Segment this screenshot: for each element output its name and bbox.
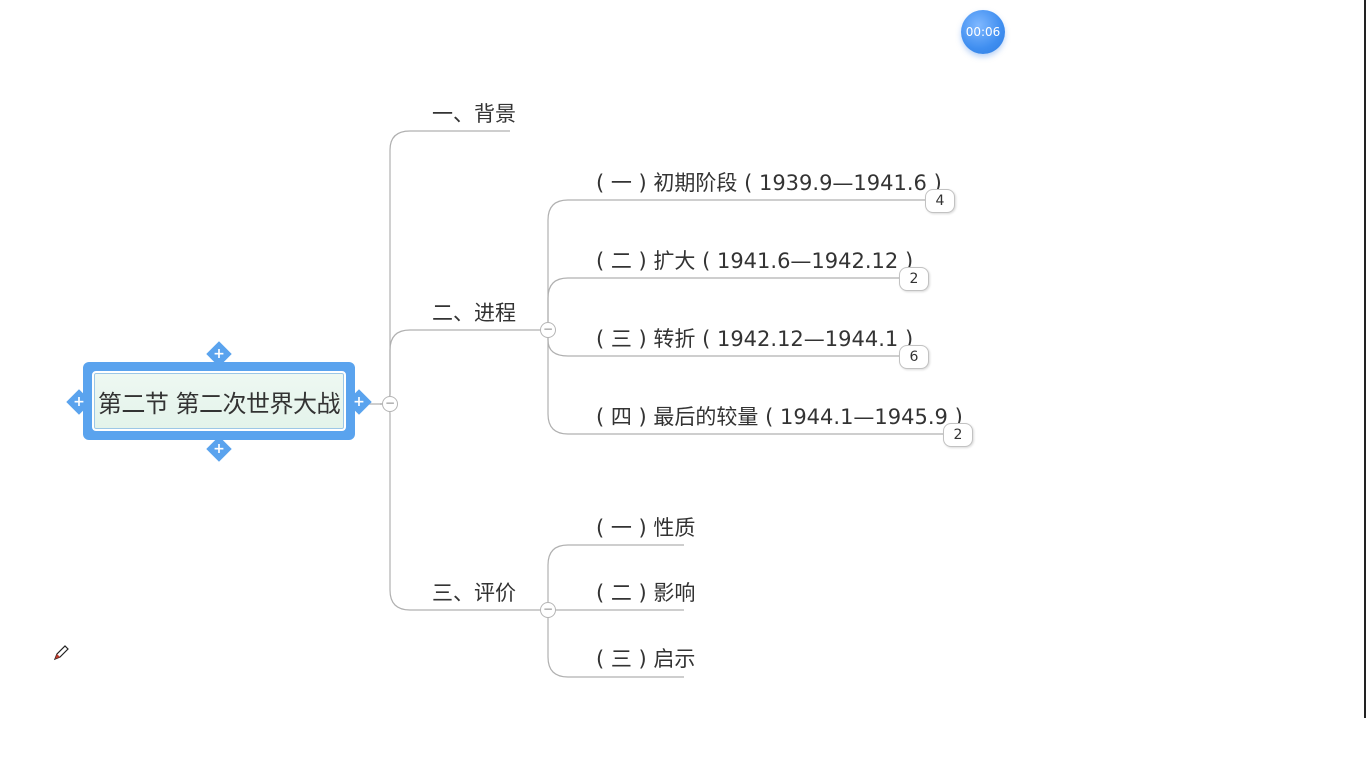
subtopic-nature[interactable]: ( 一 ) 性质	[596, 516, 696, 540]
connector-root-background	[362, 130, 510, 405]
plus-diamond-icon[interactable]: +	[346, 389, 372, 415]
connector-evaluation-3	[547, 610, 684, 678]
root-topic-label: 第二节 第二次世界大战	[92, 371, 346, 431]
branch-evaluation[interactable]: 三、评价	[432, 581, 516, 605]
plus-diamond-icon[interactable]: +	[66, 389, 92, 415]
plus-diamond-icon[interactable]: +	[206, 436, 232, 462]
connector-progress-1	[547, 199, 932, 330]
collapse-root-icon[interactable]: −	[382, 396, 398, 412]
root-topic[interactable]: 第二节 第二次世界大战	[83, 362, 355, 440]
subtopic-impact[interactable]: ( 二 ) 影响	[596, 581, 696, 605]
subtopic-count-badge[interactable]: 2	[943, 423, 973, 447]
branch-background[interactable]: 一、背景	[432, 102, 516, 126]
plus-diamond-icon[interactable]: +	[206, 341, 232, 367]
pen-icon	[53, 645, 69, 661]
connector-root-progress	[379, 329, 548, 405]
screen-edge	[1364, 0, 1366, 718]
subtopic-turning-point[interactable]: ( 三 ) 转折 ( 1942.12—1944.1 )	[596, 327, 914, 351]
subtopic-count-badge[interactable]: 4	[925, 189, 955, 213]
collapse-evaluation-icon[interactable]: −	[540, 602, 556, 618]
connector-progress-4	[547, 330, 950, 435]
subtopic-count-badge[interactable]: 2	[899, 267, 929, 291]
subtopic-expansion[interactable]: ( 二 ) 扩大 ( 1941.6—1942.12 )	[596, 249, 914, 273]
collapse-progress-icon[interactable]: −	[540, 322, 556, 338]
connector-evaluation-1	[547, 544, 684, 610]
subtopic-lessons[interactable]: ( 三 ) 启示	[596, 647, 696, 671]
subtopic-initial-stage[interactable]: ( 一 ) 初期阶段 ( 1939.9—1941.6 )	[596, 171, 942, 195]
recording-timer[interactable]: 00:06	[961, 10, 1005, 54]
branch-progress[interactable]: 二、进程	[432, 301, 516, 325]
subtopic-final-contest[interactable]: ( 四 ) 最后的较量 ( 1944.1—1945.9 )	[596, 405, 963, 429]
connector-progress-2	[547, 277, 905, 330]
subtopic-count-badge[interactable]: 6	[899, 345, 929, 369]
